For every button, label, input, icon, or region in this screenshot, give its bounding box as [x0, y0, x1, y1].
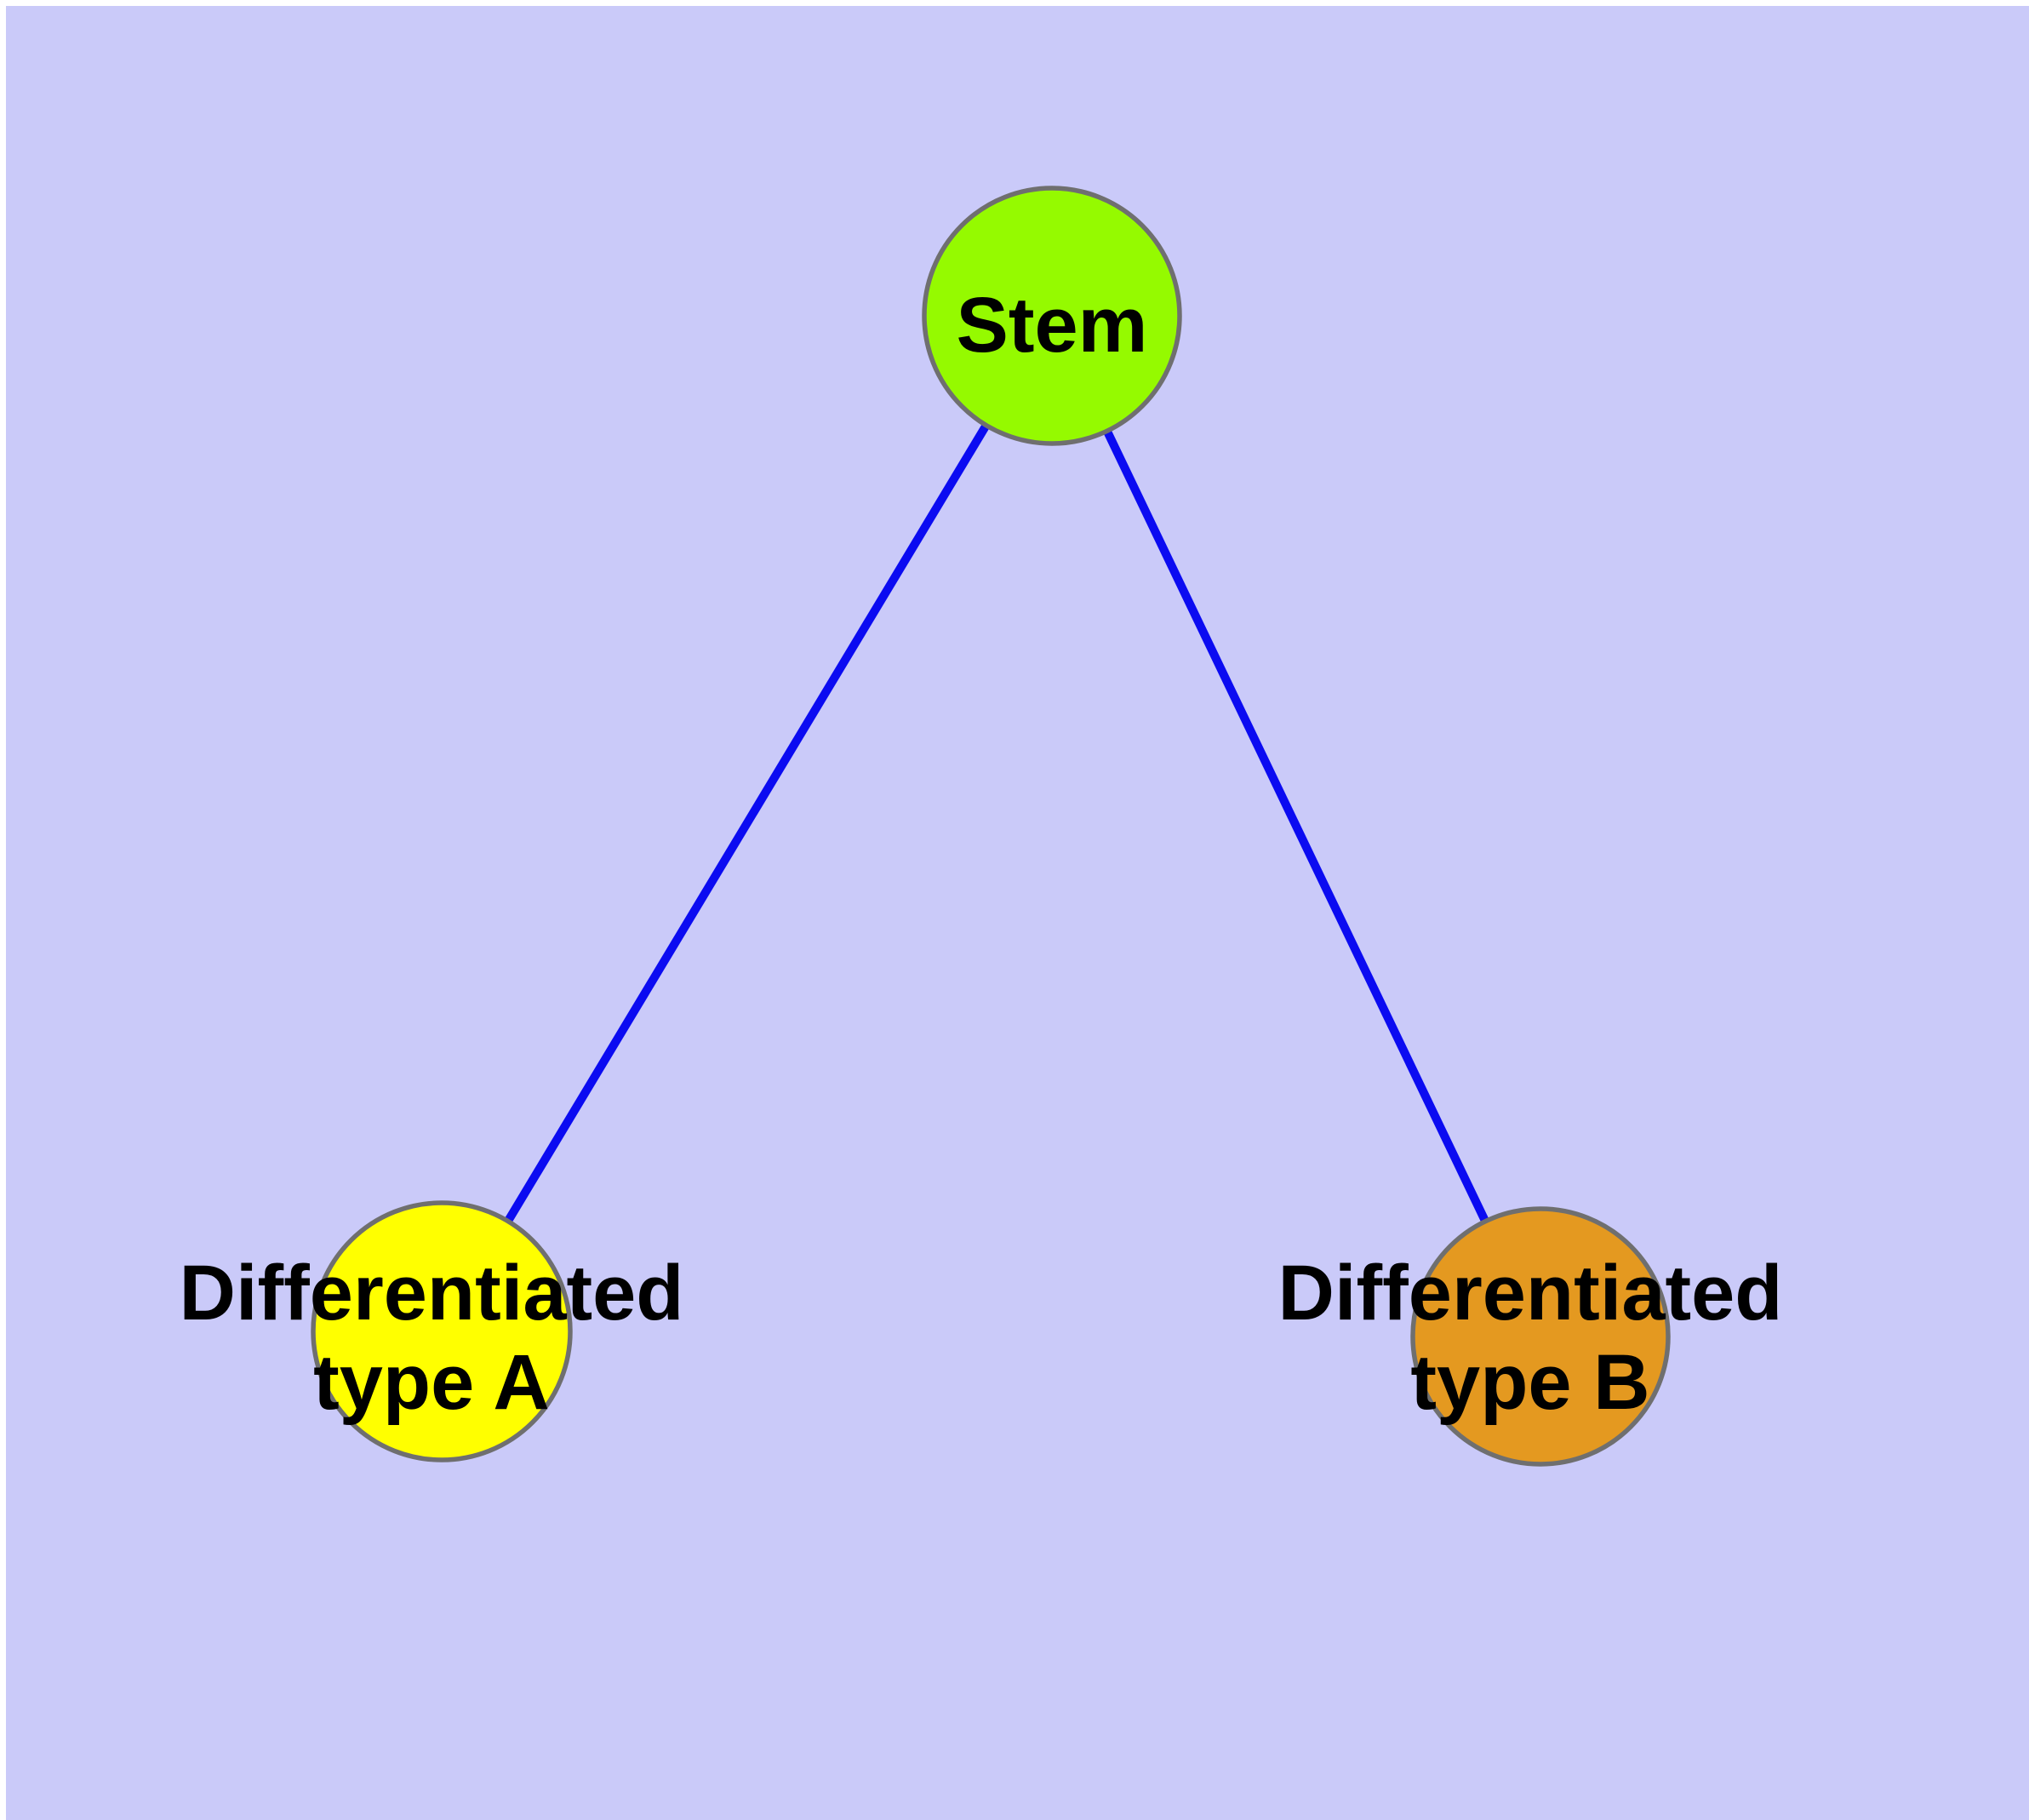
edges-layer [437, 313, 1545, 1339]
node-type-b-label-line2: type B [1410, 1339, 1649, 1426]
node-type-b [1410, 1206, 1671, 1467]
node-type-b-label-line1: Differentiated [1278, 1250, 1783, 1336]
node-type-a [311, 1200, 573, 1462]
node-stem [922, 186, 1182, 446]
edge-stem-to-type-a [437, 313, 1056, 1334]
labels-layer: Stem Differentiated type A Differentiate… [180, 282, 1783, 1426]
nodes-layer [311, 186, 1671, 1467]
node-stem-label: Stem [957, 282, 1148, 369]
node-type-a-label-line2: type A [313, 1339, 550, 1426]
node-type-a-label-line1: Differentiated [180, 1250, 684, 1336]
edge-stem-to-type-b [1048, 313, 1545, 1339]
